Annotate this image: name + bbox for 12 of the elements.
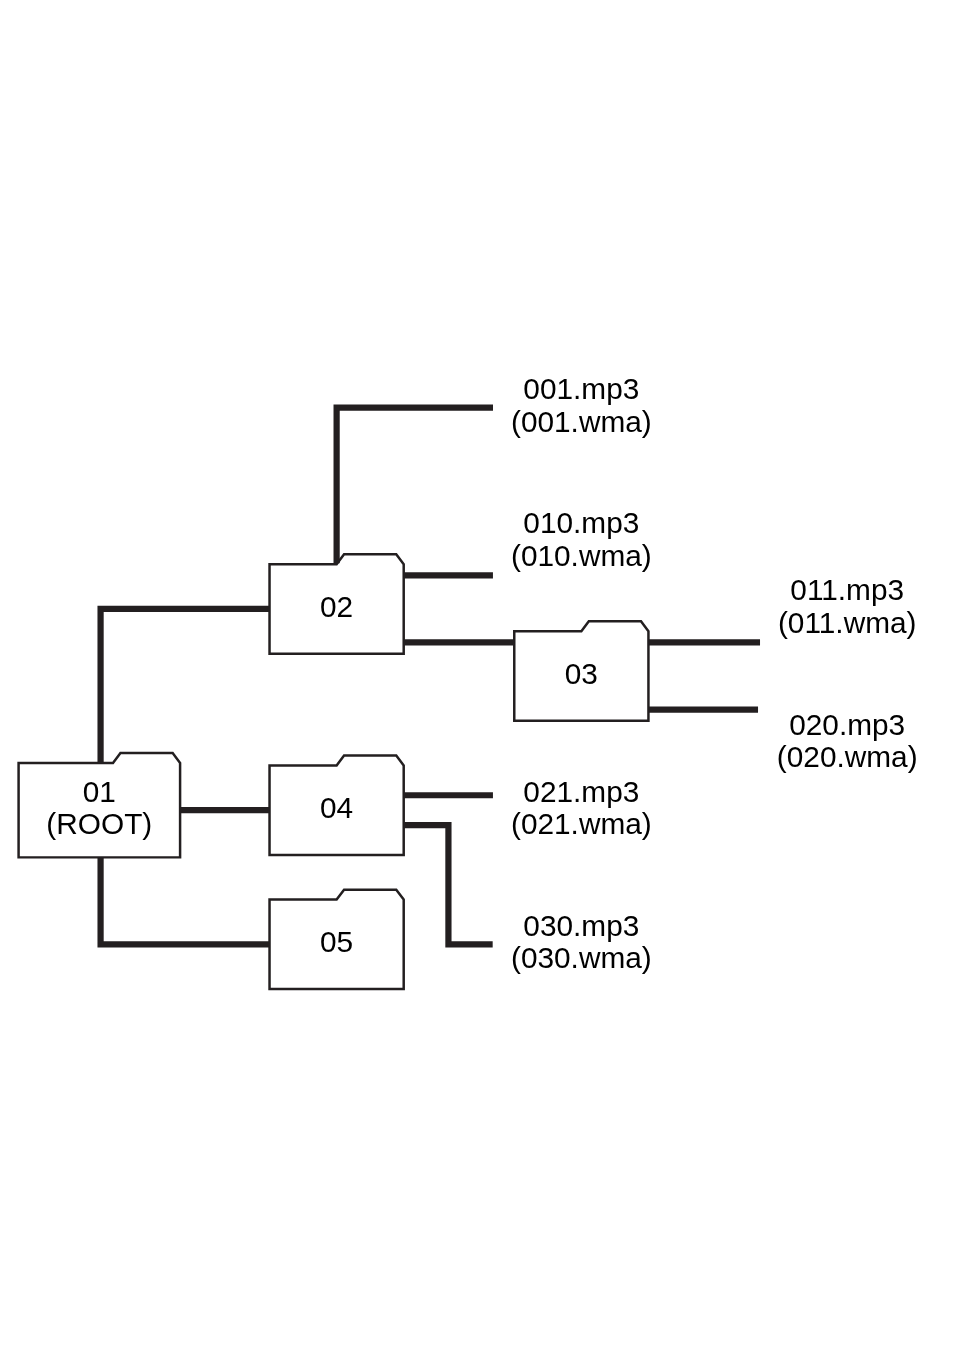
connector xyxy=(404,821,493,947)
node-text: 010.mp3 (010.wma) xyxy=(510,505,652,572)
connector xyxy=(97,857,269,947)
node-text: 011.mp3 (011.wma) xyxy=(777,572,917,639)
connector xyxy=(404,638,515,646)
connector xyxy=(180,806,270,813)
node-text: 020.mp3 (020.wma) xyxy=(776,707,918,773)
connector xyxy=(648,705,759,713)
node-text: 021.mp3 (021.wma) xyxy=(510,774,652,840)
connector xyxy=(97,605,269,762)
node-text: 001.mp3 (001.wma) xyxy=(510,371,652,438)
node-text: 030.mp3 (030.wma) xyxy=(510,908,652,974)
